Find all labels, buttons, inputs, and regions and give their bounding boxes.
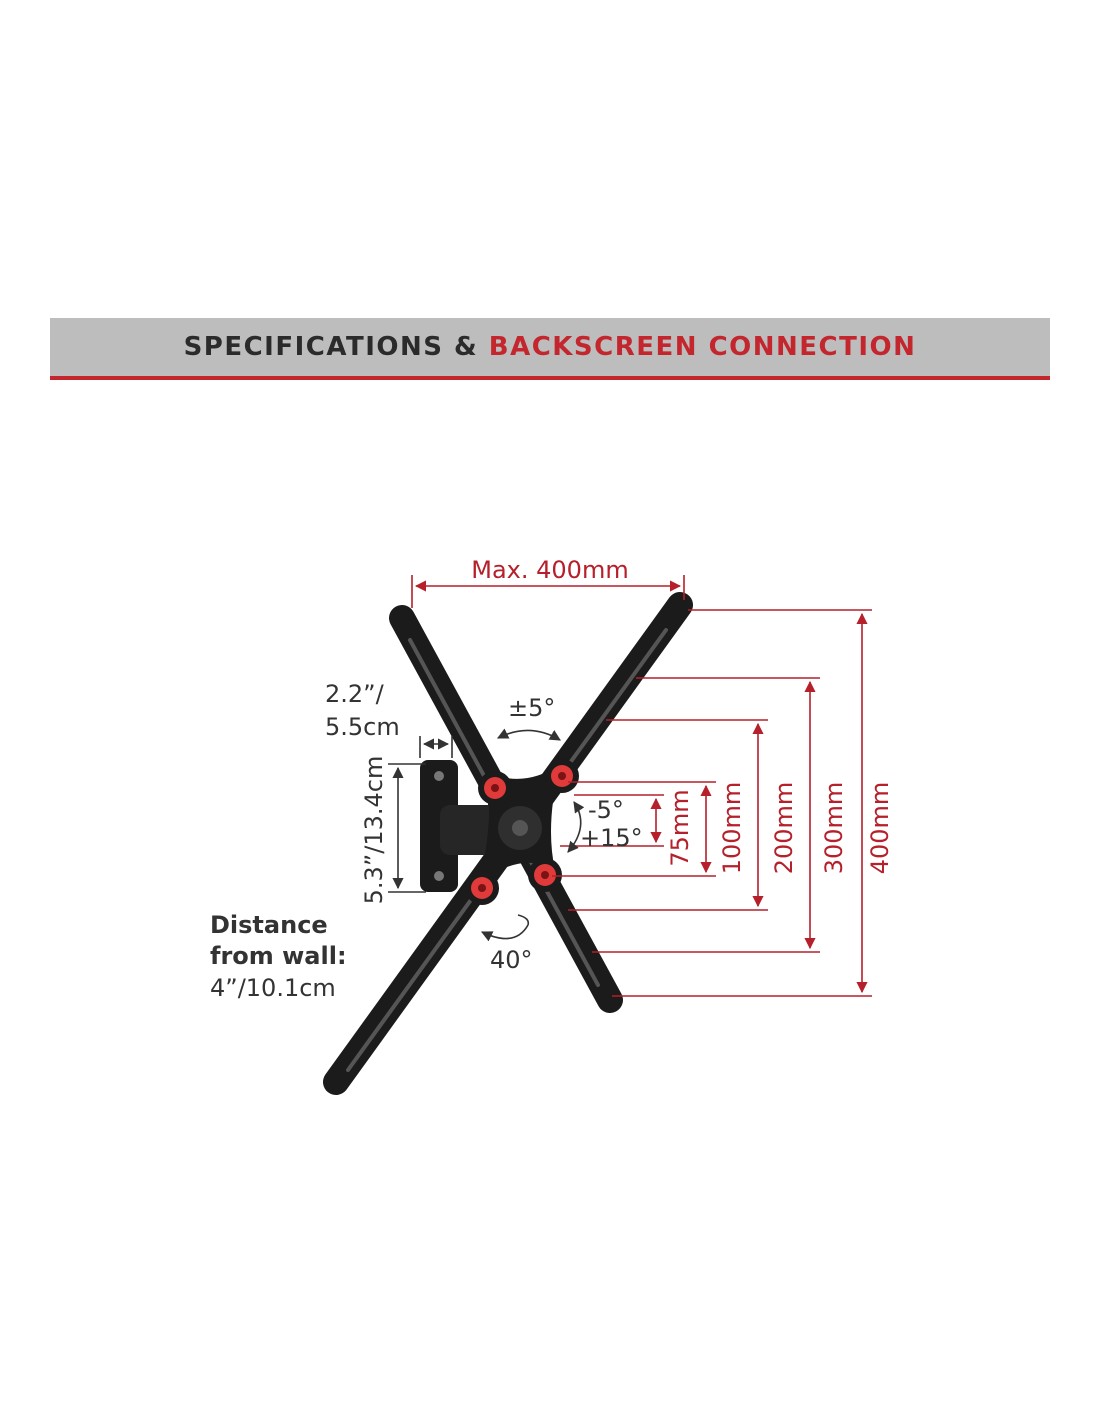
dim-75-label: 75mm xyxy=(666,789,694,866)
black-annotation-lines xyxy=(388,728,585,942)
tilt-minus-label: -5° xyxy=(588,796,624,824)
center-hub xyxy=(478,765,560,885)
dim-200-label: 200mm xyxy=(770,782,798,875)
distance-label-line2: from wall: xyxy=(210,942,347,970)
section-title: SPECIFICATIONS & BACKSCREEN CONNECTION xyxy=(184,332,917,362)
dim-100-label: 100mm xyxy=(718,782,746,875)
swivel-label: ±5° xyxy=(508,694,555,722)
dimension-lines xyxy=(411,575,872,997)
distance-value: 4”/10.1cm xyxy=(210,974,336,1002)
section-title-accent: BACKSCREEN CONNECTION xyxy=(488,332,917,362)
distance-label-line1: Distance xyxy=(210,911,328,939)
plate-depth-line1: 2.2”/ xyxy=(325,680,385,708)
max-width-label: Max. 400mm xyxy=(471,556,628,584)
dim-300-label: 300mm xyxy=(820,782,848,875)
rotation-label: 40° xyxy=(490,946,533,974)
section-header-banner: SPECIFICATIONS & BACKSCREEN CONNECTION xyxy=(50,318,1050,380)
dim-400-label: 400mm xyxy=(866,782,894,875)
tilt-plus-label: +15° xyxy=(580,824,643,852)
plate-depth-line2: 5.5cm xyxy=(325,713,400,741)
plate-height-label: 5.3”/13.4cm xyxy=(360,756,388,905)
section-title-part1: SPECIFICATIONS & xyxy=(183,332,489,362)
hub-knobs xyxy=(465,759,579,905)
